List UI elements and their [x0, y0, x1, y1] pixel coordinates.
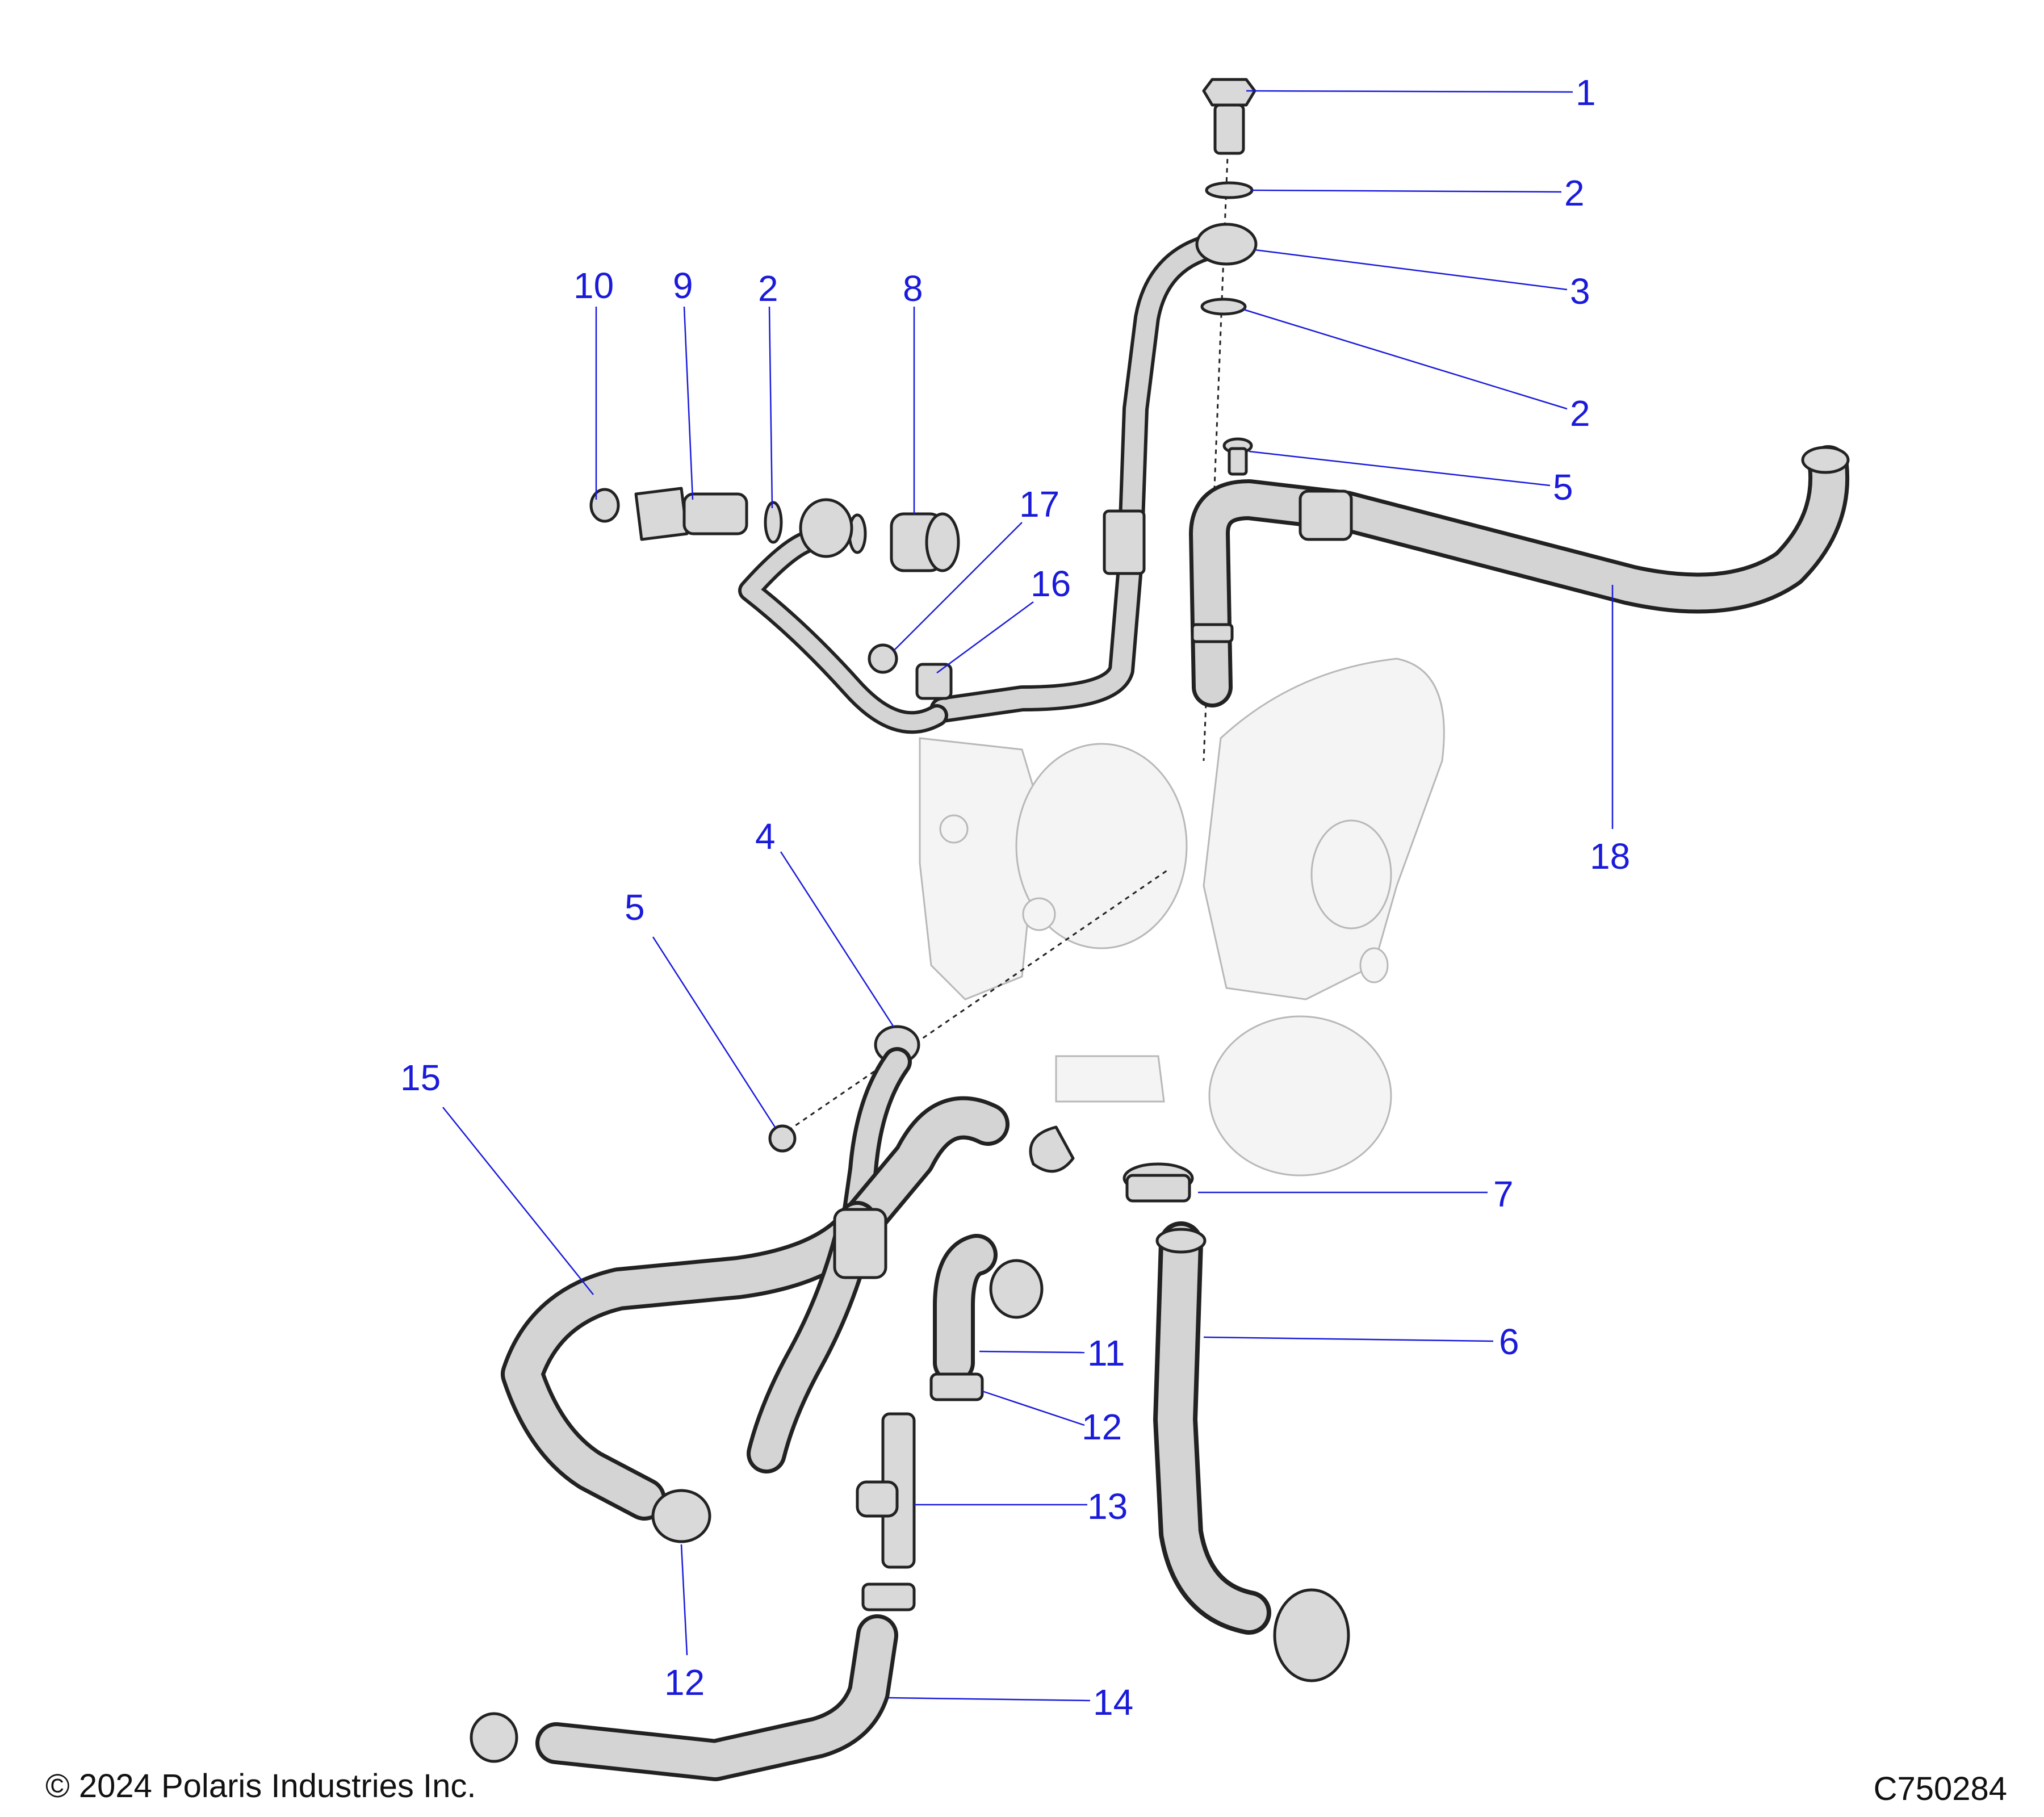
callout-13: 13 [1087, 1486, 1128, 1527]
callout-10: 10 [573, 265, 614, 306]
hose-clamp-12-left [651, 1489, 711, 1543]
callout-17: 17 [1019, 484, 1059, 525]
callout-2-right: 2 [1570, 393, 1590, 434]
small-bolt-upper [1222, 437, 1253, 476]
assembly-line-diagonal [780, 868, 1170, 1137]
oil-return-line [843, 1025, 920, 1224]
washer-top [1205, 181, 1254, 199]
clamp-bracket-16 [915, 663, 953, 700]
callout-3: 3 [1570, 271, 1590, 312]
hose-clamp-7 [1029, 1125, 1194, 1203]
callout-8: 8 [903, 268, 923, 309]
coolant-hose-14 [470, 1614, 898, 1781]
banjo-bolt [1202, 78, 1256, 155]
leader-lines [442, 90, 1614, 1702]
small-bolt-lower [768, 1124, 797, 1153]
fitting-nut [890, 512, 960, 572]
hose-clamp-12-lower [861, 1582, 916, 1611]
callout-2-top: 2 [1564, 173, 1585, 213]
plug-cap [589, 488, 620, 523]
washer-lower [1200, 298, 1247, 316]
callout-labels: 1 2 3 2 5 18 10 9 2 8 17 16 4 5 15 7 6 1… [400, 72, 1630, 1723]
callout-14: 14 [1093, 1682, 1133, 1723]
turbocharger-assembly [919, 658, 1445, 1177]
figure-id: C750284 [1874, 1770, 2007, 1807]
callout-1: 1 [1576, 72, 1596, 113]
washer-left-a [764, 501, 783, 544]
copyright-notice: © 2024 Polaris Industries Inc. [45, 1768, 476, 1805]
fitting-adapter [634, 487, 748, 541]
coolant-hose-6 [1153, 1221, 1350, 1682]
callout-12-upper: 12 [1082, 1406, 1122, 1447]
hose-clamp-12-upper [929, 1372, 984, 1401]
callout-4: 4 [755, 816, 776, 857]
callout-7: 7 [1493, 1174, 1514, 1215]
coolant-hose-15 [501, 1096, 1010, 1521]
elbow-hose-11 [933, 1234, 1044, 1384]
tee-fitting-13 [856, 1412, 916, 1569]
callout-15: 15 [400, 1057, 441, 1098]
callout-12-lower: 12 [664, 1662, 705, 1703]
callout-9: 9 [673, 265, 693, 306]
callout-6: 6 [1499, 1321, 1519, 1362]
callout-2-left: 2 [758, 268, 778, 309]
callout-5-right: 5 [1553, 467, 1573, 508]
oil-feed-line [738, 223, 1258, 734]
bolt-17 [868, 643, 898, 674]
callout-5-left: 5 [625, 887, 645, 928]
callout-18: 18 [1590, 836, 1630, 877]
callout-16: 16 [1031, 563, 1071, 604]
coolant-pipe [1189, 445, 1850, 707]
callout-11: 11 [1087, 1333, 1125, 1374]
